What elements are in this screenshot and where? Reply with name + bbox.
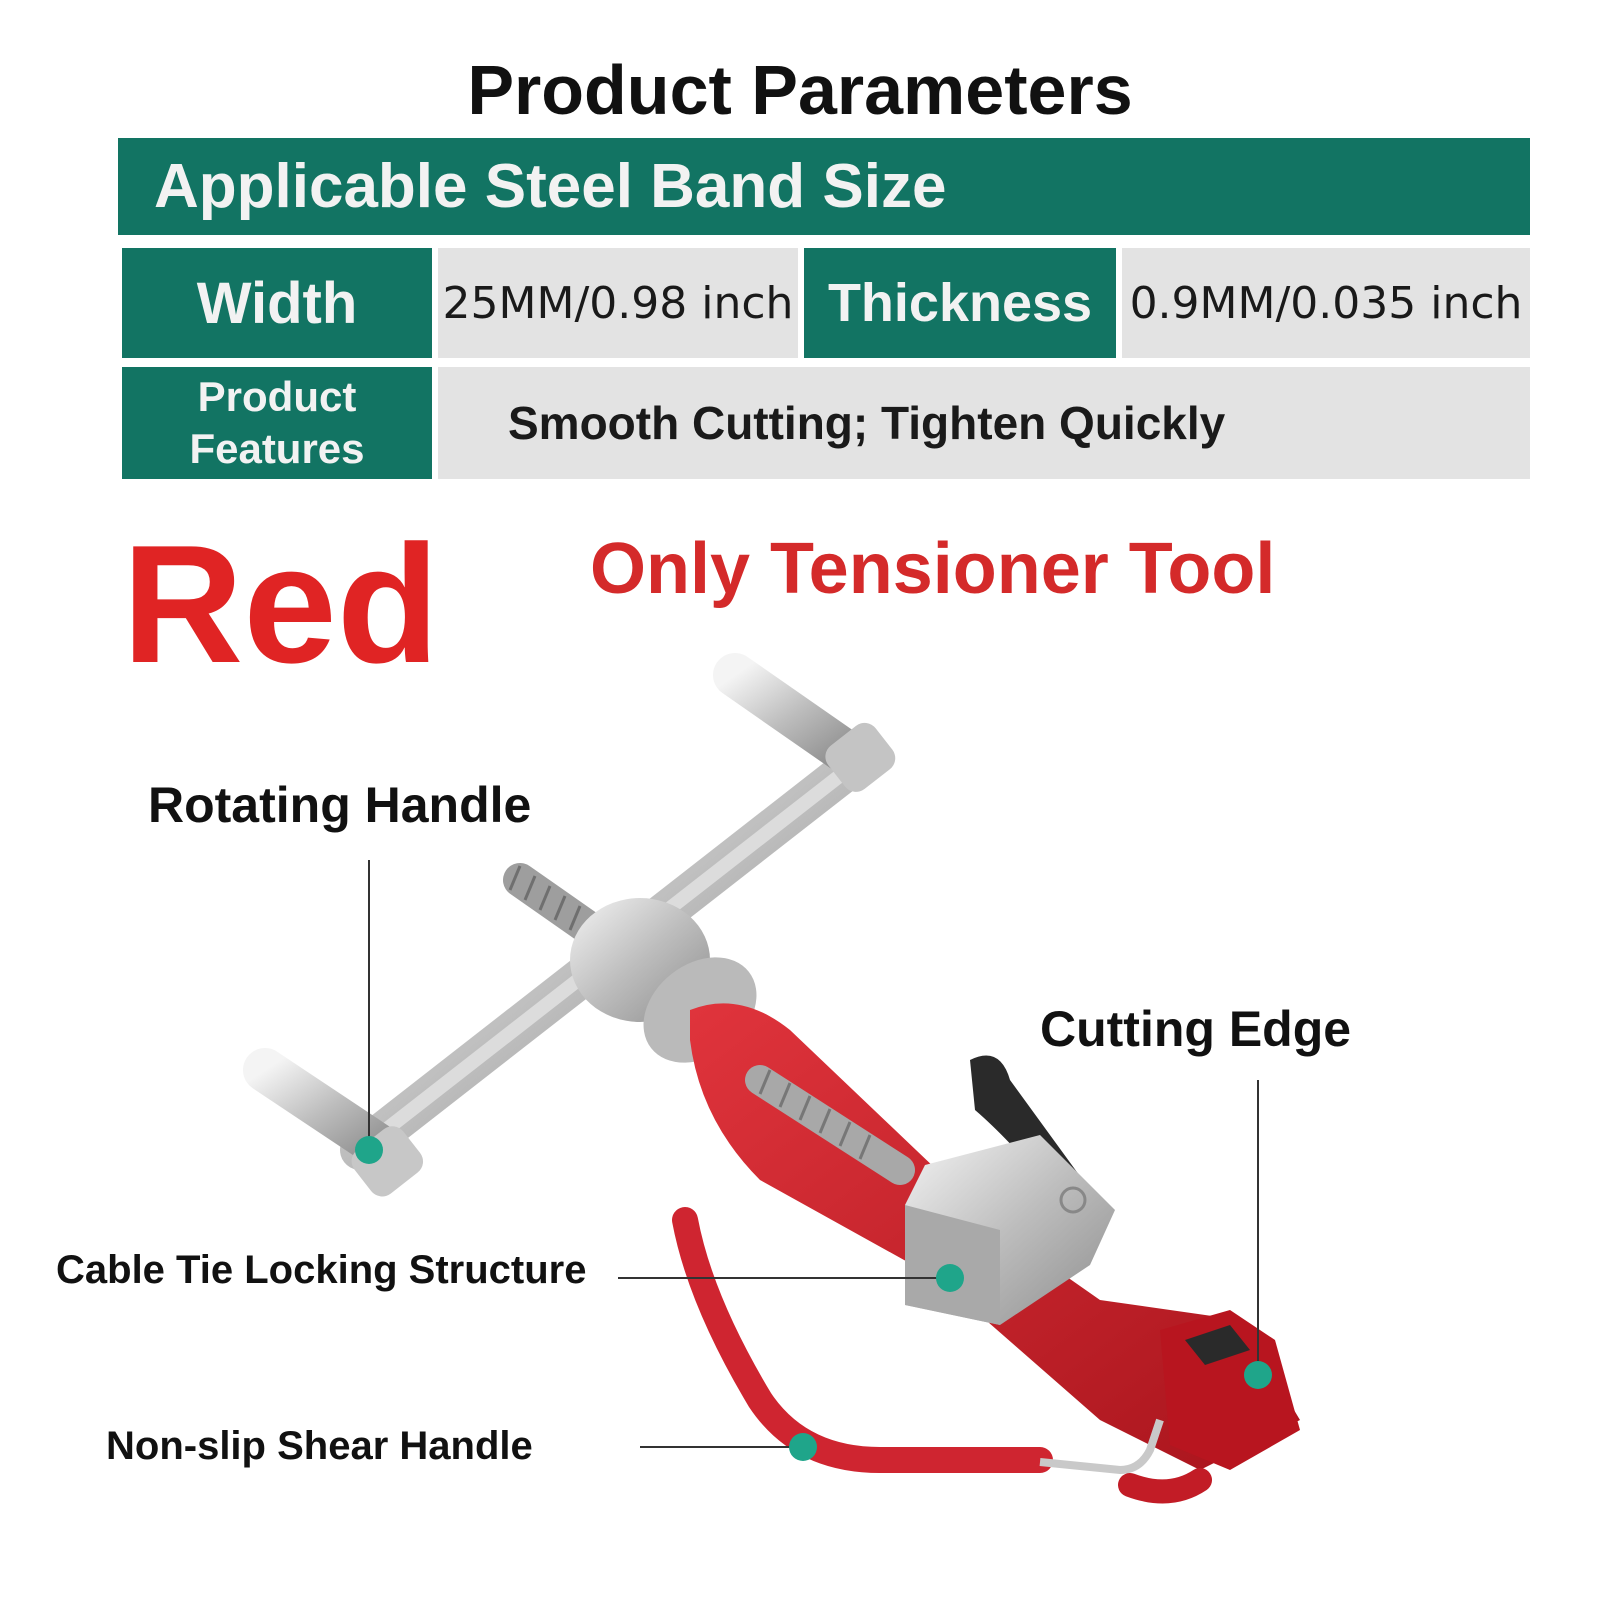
thickness-label: Thickness [804, 248, 1116, 358]
features-value: Smooth Cutting; Tighten Quickly [438, 367, 1530, 479]
color-name: Red [122, 510, 440, 698]
width-label: Width [122, 248, 432, 358]
page-title: Product Parameters [467, 51, 1133, 129]
thickness-value: 0.9MM/0.035 inch [1122, 248, 1530, 358]
marker-locking-structure [936, 1264, 964, 1292]
features-label-line1: Product [197, 373, 357, 420]
callout-locking-structure: Cable Tie Locking Structure [56, 1248, 587, 1292]
features-label: Product Features [122, 367, 432, 479]
marker-shear-handle [789, 1433, 817, 1461]
callout-cutting-edge: Cutting Edge [1040, 1001, 1352, 1057]
marker-rotating-handle [355, 1136, 383, 1164]
width-value: 25MM/0.98 inch [438, 248, 798, 358]
product-subtitle: Only Tensioner Tool [590, 529, 1276, 609]
marker-cutting-edge [1244, 1361, 1272, 1389]
shear-handle [672, 1207, 1212, 1504]
cutting-head [1160, 1310, 1300, 1470]
callout-shear-handle: Non-slip Shear Handle [106, 1424, 533, 1468]
band-size-header: Applicable Steel Band Size [118, 138, 1530, 235]
features-label-line2: Features [189, 425, 365, 472]
callout-rotating-handle: Rotating Handle [148, 777, 532, 833]
